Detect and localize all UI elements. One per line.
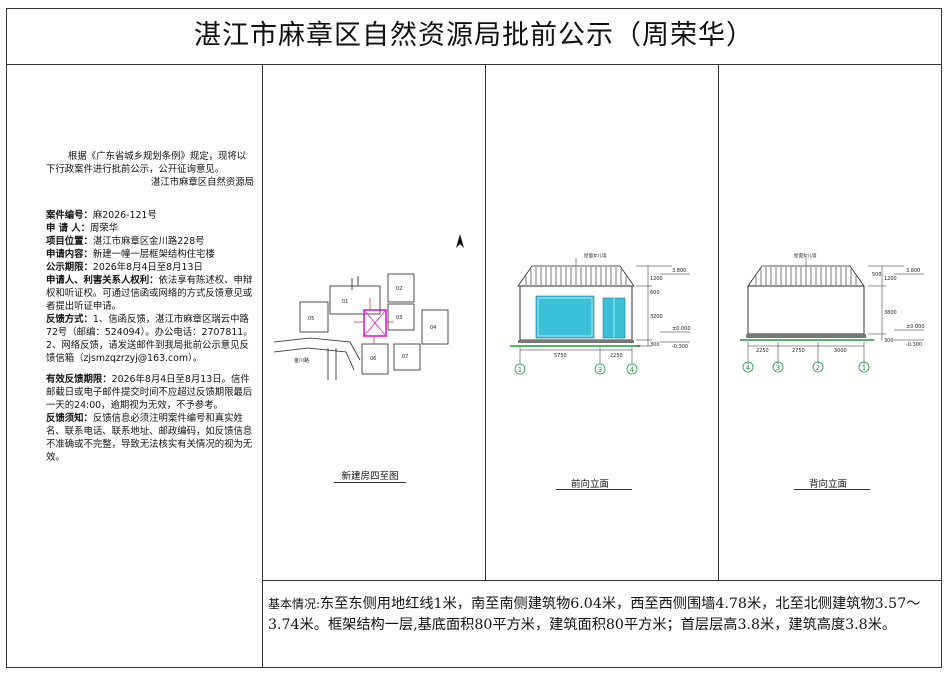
field-applicant: 申 请 人：周荣华 bbox=[46, 223, 119, 234]
field-feedback-mail: 反馈方式：1、信函反馈，湛江市麻章区瑞云中路72号（邮编：524094）。办公电… bbox=[46, 314, 253, 338]
basic-info-text: 东至东侧用地红线1米，南至南侧建筑物6.04米，西至西侧围墙4.78米，北至北侧… bbox=[268, 596, 921, 633]
axis-label: 4 bbox=[746, 364, 751, 372]
plot-label: 05 bbox=[308, 316, 314, 322]
field-feedback-web: 2、网络反馈，请发送邮件到我局批前公示意见反馈信箱（zjsmzqzrzyj@16… bbox=[46, 340, 249, 364]
site-plan-caption: 新建房四至图 bbox=[341, 471, 399, 482]
outer-frame bbox=[6, 8, 942, 668]
caption-underline bbox=[794, 489, 870, 490]
title-divider bbox=[6, 64, 942, 65]
dimension-label: 3200 bbox=[650, 314, 663, 320]
front-window bbox=[535, 295, 595, 339]
back-panel-divider bbox=[718, 64, 719, 580]
level-label: ±0.000 bbox=[672, 326, 691, 332]
level-label: ±0.000 bbox=[906, 324, 925, 330]
roof bbox=[747, 265, 865, 287]
north-arrow-icon bbox=[456, 234, 464, 248]
dimension-label: 2250 bbox=[756, 348, 769, 354]
plot-label: 07 bbox=[402, 354, 408, 360]
level-label: 3.800 bbox=[672, 268, 686, 274]
dimension-label: 1200 bbox=[884, 276, 897, 282]
axis-label: 3 bbox=[776, 364, 780, 372]
field-rights: 申请人、利害关系人权利：依法享有陈述权、申辩权和听证权。可通过信函或网络的方式反… bbox=[46, 275, 253, 312]
intro-text: 根据《广东省城乡规划条例》规定，现将以下行政案件进行批前公示，公开征询意见。 bbox=[46, 151, 247, 175]
back-elevation-drawing: 屋面女儿墙 2250 2750 3000 500 1200 3800 300 3… bbox=[740, 252, 925, 373]
caption-underline bbox=[334, 482, 406, 483]
dimension-label: 600 bbox=[650, 290, 660, 296]
left-panel: 根据《广东省城乡规划条例》规定，现将以下行政案件进行批前公示，公开征询意见。 湛… bbox=[46, 150, 254, 464]
left-panel-divider bbox=[262, 64, 263, 668]
basic-info-label: 基本情况: bbox=[268, 597, 321, 611]
dimension-label: 300 bbox=[884, 338, 894, 344]
page-title: 湛江市麻章区自然资源局批前公示（周荣华） bbox=[194, 20, 754, 51]
axis-label: 4 bbox=[630, 366, 635, 374]
site-plan-drawing: 01 02 03 04 05 06 07 金川路 bbox=[273, 234, 464, 380]
dimension-label: 5750 bbox=[554, 353, 567, 359]
dimension-label: 2750 bbox=[792, 348, 805, 354]
axis-label: 1 bbox=[518, 366, 522, 374]
front-elevation-drawing: 屋面女儿墙 5750 2250 1200 600 3200 300 3.800 … bbox=[510, 252, 691, 375]
axis-label: 1 bbox=[862, 364, 866, 372]
field-location: 项目位置：湛江市麻章区金川路228号 bbox=[46, 236, 205, 247]
roof bbox=[517, 265, 635, 287]
field-notice: 反馈须知：反馈信息必须注明案件编号和真实姓名、联系电话、联系地址、邮政编码，如反… bbox=[46, 413, 253, 463]
plot-label: 06 bbox=[370, 356, 376, 362]
basic-info: 基本情况:东至东侧用地红线1米，南至南侧建筑物6.04米，西至西侧围墙4.78米… bbox=[268, 594, 928, 636]
dimension-label: 300 bbox=[650, 342, 660, 348]
caption-underline bbox=[556, 489, 632, 490]
front-panel-divider bbox=[485, 64, 486, 580]
dimension-label: 2250 bbox=[610, 353, 623, 359]
issuer-text: 湛江市麻章区自然资源局 bbox=[150, 177, 254, 188]
back-elevation-caption: 背向立面 bbox=[808, 479, 847, 490]
plot-label: 03 bbox=[396, 315, 402, 321]
plot-label: 02 bbox=[396, 286, 402, 292]
plot-label: 04 bbox=[430, 325, 436, 331]
dimension-label: 3800 bbox=[884, 310, 897, 316]
axis-label: 2 bbox=[816, 364, 820, 372]
plot-label: 01 bbox=[342, 299, 348, 305]
level-label: -0.300 bbox=[906, 342, 922, 348]
bottom-divider bbox=[262, 580, 942, 581]
front-elevation-caption: 前向立面 bbox=[570, 479, 609, 490]
dimension-label: 500 bbox=[872, 272, 882, 278]
roof-note-label: 屋面女儿墙 bbox=[794, 252, 817, 259]
field-deadline: 有效反馈期限：2026年8月4日至8月13日。信件邮截日或电子邮件提交时间不应超… bbox=[46, 374, 253, 411]
dimension-label: 3000 bbox=[834, 348, 847, 354]
axis-label: 3 bbox=[598, 366, 602, 374]
field-case-no: 案件编号：麻2026-121号 bbox=[46, 210, 157, 221]
roof-note-label: 屋面女儿墙 bbox=[584, 252, 607, 259]
level-label: 3.800 bbox=[906, 268, 920, 274]
field-content: 申请内容：新建一幢一层框架结构住宅楼 bbox=[46, 249, 215, 260]
road-label: 金川路 bbox=[294, 357, 309, 364]
field-period: 公示期限：2026年8月4日至8月13日 bbox=[46, 262, 203, 273]
dimension-label: 1200 bbox=[650, 276, 663, 282]
level-label: -0.300 bbox=[672, 344, 688, 350]
